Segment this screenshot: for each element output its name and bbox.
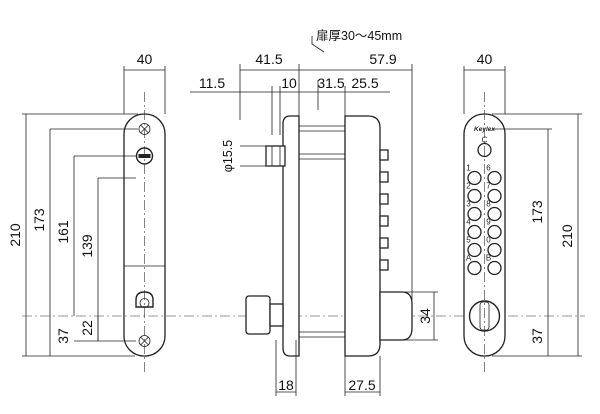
keypad: C 1 6 2 7 3 8 4 9 5 0A B <box>466 136 502 276</box>
keypad-button-label: 4 <box>466 218 471 227</box>
keypad-button-label: B <box>486 254 491 263</box>
side-dim-31-5: 31.5 <box>317 75 344 91</box>
keypad-button-label: 6 <box>486 164 491 173</box>
cylinder-body <box>265 145 286 167</box>
keypad-button <box>487 170 502 186</box>
keypad-button <box>467 170 482 186</box>
right-height-173: 173 <box>529 200 545 224</box>
keypad-button-label: 9 <box>486 218 491 227</box>
right-height-210: 210 <box>559 224 575 248</box>
side-dim-27-5: 27.5 <box>348 377 375 393</box>
keypad-button-label: A <box>466 254 472 263</box>
keypad-button-label: C <box>482 136 488 145</box>
inner-plate-profile <box>282 115 300 357</box>
keypad-button <box>467 188 482 204</box>
keypad-button-label: 7 <box>486 182 491 191</box>
door-thickness-label: 扉厚30～45mm <box>316 29 402 43</box>
keypad-button-label: 0 <box>486 236 491 245</box>
keypad-button-label: 3 <box>466 200 471 209</box>
keypad-button-label: 5 <box>466 236 471 245</box>
side-view: 扉厚30～45mm 41.5 57.9 11.5 10 31.5 25.5 φ1… <box>190 29 438 396</box>
keypad-button <box>487 206 502 222</box>
outer-keypad-body <box>344 115 381 357</box>
left-height-139: 139 <box>79 234 95 258</box>
side-dim-18: 18 <box>278 377 294 393</box>
keypad-button <box>487 260 502 276</box>
keypad-button <box>487 224 502 240</box>
keypad-button-label: 8 <box>486 200 491 209</box>
right-width-dim: 40 <box>477 51 493 67</box>
left-height-37: 37 <box>55 328 71 344</box>
side-dim-25-5: 25.5 <box>351 75 378 91</box>
left-front-view: 40 210 173 161 139 37 22 <box>7 51 166 374</box>
keypad-button <box>467 260 482 276</box>
keypad-button <box>487 188 502 204</box>
keypad-button <box>467 224 482 240</box>
left-height-210: 210 <box>7 223 23 247</box>
left-height-173: 173 <box>31 208 47 232</box>
keypad-button <box>467 242 482 258</box>
keypad-button-label: 1 <box>466 164 471 173</box>
button-profiles <box>379 149 389 271</box>
side-dim-11-5: 11.5 <box>199 75 225 91</box>
thumb-turn-neck <box>269 303 284 327</box>
side-dim-41-5: 41.5 <box>255 51 282 67</box>
outer-knob <box>379 291 413 341</box>
side-dim-57-9: 57.9 <box>369 51 396 67</box>
left-width-dim: 40 <box>137 51 153 67</box>
keypad-button <box>487 242 502 258</box>
right-height-37: 37 <box>529 328 545 344</box>
side-dim-10: 10 <box>281 75 297 91</box>
left-height-161: 161 <box>55 220 71 244</box>
keypad-button <box>467 206 482 222</box>
side-dim-34: 34 <box>417 308 433 324</box>
inner-thumb-turn <box>245 295 271 335</box>
keypad-button-label: 2 <box>466 182 471 191</box>
left-height-22: 22 <box>79 320 95 336</box>
side-diameter-dim: φ15.5 <box>221 140 235 172</box>
